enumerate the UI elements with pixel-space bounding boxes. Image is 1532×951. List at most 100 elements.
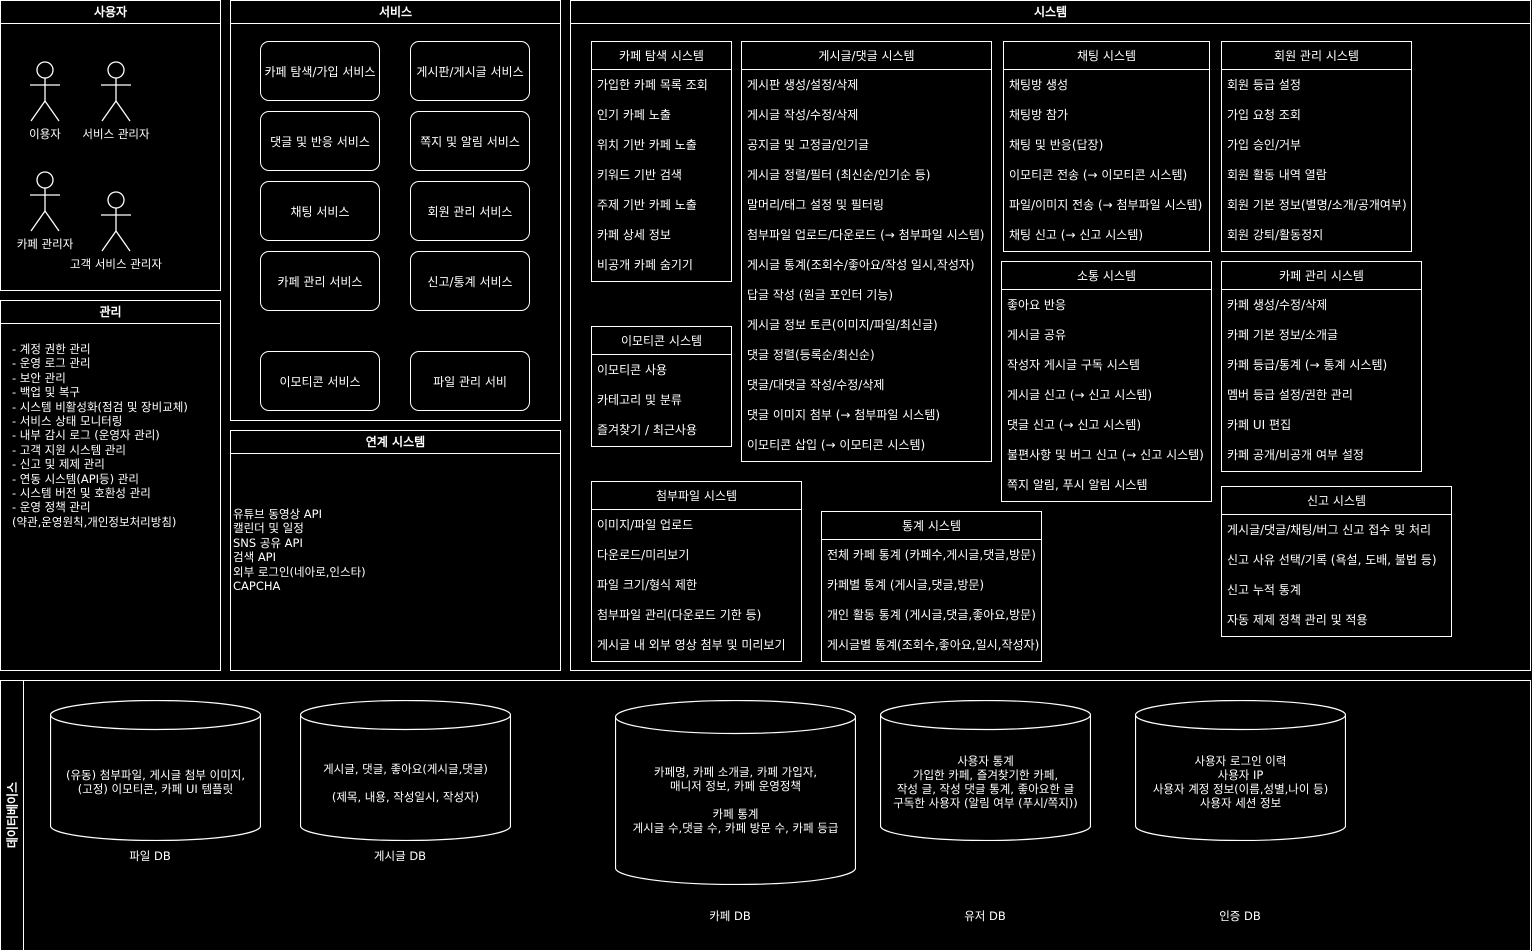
stick-figure-icon: [30, 61, 60, 122]
post-comment-system: 게시글/댓글 시스템 게시판 생성/설정/삭제 게시글 작성/수정/삭제 공지글…: [741, 41, 992, 462]
service-board-post[interactable]: 게시판/게시글 서비스: [410, 41, 530, 101]
system-row: 채팅 신고 (→ 신고 시스템): [1009, 228, 1144, 242]
database-title-bar: 데이터베이스: [0, 680, 24, 950]
system-row: 전체 카페 통계 (카페수,게시글,댓글,방문): [827, 548, 1036, 562]
system-row: 회원 등급 설정: [1227, 78, 1301, 92]
actor-cafe-admin: 카페 관리자: [0, 171, 105, 252]
linked-systems-panel: 연계 시스템 유튜브 동영상 API 캘린더 및 일정 SNS 공유 API 검…: [230, 430, 561, 671]
stick-figure-icon: [101, 61, 131, 122]
system-row: 카페별 통계 (게시글,댓글,방문): [827, 578, 985, 592]
system-box-title: 카페 탐색 시스템: [592, 42, 731, 70]
database-cylinder-icon: [880, 700, 1091, 841]
system-row: 게시글별 통계(조회수,좋아요,일시,작성자): [827, 638, 1040, 652]
system-row: 가입 승인/거부: [1227, 138, 1302, 152]
system-box-title: 소통 시스템: [1002, 262, 1211, 290]
management-list: - 계정 권한 관리 - 운영 로그 관리 - 보안 관리 - 백업 및 복구 …: [12, 342, 188, 529]
system-row: 채팅방 참가: [1009, 108, 1069, 122]
service-message-notification[interactable]: 쪽지 및 알림 서비스: [410, 111, 530, 171]
database-cylinder-icon: [1135, 700, 1346, 841]
system-row: 파일/이미지 전송 (→ 첨부파일 시스템): [1009, 198, 1203, 212]
db-description: 사용자 로그인 이력 사용자 IP 사용자 계정 정보(이름,성별,나이 등) …: [1152, 754, 1329, 810]
database-cylinder-icon: [615, 700, 856, 885]
system-title: 시스템: [571, 1, 1530, 24]
communication-system: 소통 시스템 좋아요 반응 게시글 공유 작성자 게시글 구독 시스템 게시글 …: [1001, 261, 1212, 502]
actor-service-admin: 서비스 관리자: [56, 61, 176, 142]
service-file-manage[interactable]: 파일 관리 서비: [410, 351, 530, 411]
stick-figure-icon: [101, 191, 131, 252]
system-row: 가입 요청 조회: [1227, 108, 1301, 122]
actor-cs-admin: 고객 서비스 관리자: [56, 191, 176, 272]
system-box-title: 첨부파일 시스템: [592, 482, 801, 510]
system-row: 카페 등급/통계 (→ 통계 시스템): [1227, 358, 1388, 372]
system-row: 게시글 내 외부 영상 첨부 및 미리보기: [597, 638, 786, 652]
system-row: 개인 활동 통계 (게시글,댓글,좋아요,방문): [827, 608, 1036, 622]
management-panel: 관리 - 계정 권한 관리 - 운영 로그 관리 - 보안 관리 - 백업 및 …: [0, 300, 221, 671]
system-row: 말머리/태그 설정 및 필터링: [747, 198, 884, 212]
system-row: 게시글 작성/수정/삭제: [747, 108, 859, 122]
users-panel: 사용자 이용자 서비스 관리자 카페 관리자 고객 서비스 관리자: [0, 0, 221, 291]
system-row: 멤버 등급 설정/권한 관리: [1227, 388, 1353, 402]
stats-system: 통계 시스템 전체 카페 통계 (카페수,게시글,댓글,방문) 카페별 통계 (…: [821, 511, 1042, 662]
actor-user: 이용자: [0, 61, 105, 142]
system-row: 이모티콘 삽입 (→ 이모티콘 시스템): [747, 438, 926, 452]
system-row: 댓글 정렬(등록순/최신순): [747, 348, 875, 362]
db-label: 인증 DB: [1219, 909, 1261, 923]
db-description: 카페명, 카페 소개글, 카페 가입자, 매니저 정보, 카페 운영정책 카페 …: [632, 765, 839, 835]
system-row: 댓글 이미지 첨부 (→ 첨부파일 시스템): [747, 408, 941, 422]
db-description: (유동) 첨부파일, 게시글 첨부 이미지, (고정) 이모티콘, 카페 UI …: [65, 768, 246, 796]
system-row: 댓글 신고 (→ 신고 시스템): [1007, 418, 1142, 432]
post-db: 게시글, 댓글, 좋아요(게시글,댓글) (제목, 내용, 작성일시, 작성자): [300, 700, 511, 841]
service-report-stats[interactable]: 신고/통계 서비스: [410, 251, 530, 311]
service-cafe-manage[interactable]: 카페 관리 서비스: [260, 251, 380, 311]
actor-label: 이용자: [29, 127, 61, 141]
db-description: 사용자 통계 가입한 카페, 즐겨찾기한 카페, 작성 글, 작성 댓글 통계,…: [893, 754, 1078, 810]
service-comment-reaction[interactable]: 댓글 및 반응 서비스: [260, 111, 380, 171]
service-member-manage[interactable]: 회원 관리 서비스: [410, 181, 530, 241]
cafe-explore-system: 카페 탐색 시스템 가입한 카페 목록 조회 인기 카페 노출 위치 기반 카페…: [591, 41, 732, 282]
report-system: 신고 시스템 게시글/댓글/채팅/버그 신고 접수 및 처리 신고 사유 선택/…: [1221, 486, 1452, 637]
system-box-title: 채팅 시스템: [1004, 42, 1209, 70]
system-row: 다운로드/미리보기: [597, 548, 690, 562]
system-row: 쪽지 알림, 푸시 알림 시스템: [1007, 478, 1148, 492]
management-title: 관리: [1, 301, 220, 324]
system-row: 게시판 생성/설정/삭제: [747, 78, 859, 92]
system-row: 공지글 및 고정글/인기글: [747, 138, 870, 152]
database-cylinder-icon: [300, 700, 511, 841]
system-row: 카페 생성/수정/삭제: [1227, 298, 1328, 312]
system-row: 가입한 카페 목록 조회: [597, 78, 708, 92]
system-row: 회원 기본 정보(별명/소개/공개여부): [1227, 198, 1407, 212]
system-row: 게시글 정렬/필터 (최신순/인기순 등): [747, 168, 931, 182]
services-panel: 서비스 카페 탐색/가입 서비스 게시판/게시글 서비스 댓글 및 반응 서비스…: [230, 0, 561, 421]
system-row: 신고 사유 선택/기록 (욕설, 도배, 불법 등): [1227, 553, 1437, 567]
system-row: 회원 활동 내역 열람: [1227, 168, 1327, 182]
system-row: 카페 UI 편집: [1227, 418, 1292, 432]
system-row: 이모티콘 사용: [597, 363, 668, 377]
services-title: 서비스: [231, 1, 560, 24]
system-panel: 시스템 카페 탐색 시스템 가입한 카페 목록 조회 인기 카페 노출 위치 기…: [570, 0, 1531, 671]
system-row: 자동 제제 정책 관리 및 적용: [1227, 613, 1368, 627]
service-chat[interactable]: 채팅 서비스: [260, 181, 380, 241]
system-row: 인기 카페 노출: [597, 108, 671, 122]
system-row: 작성자 게시글 구독 시스템: [1007, 358, 1140, 372]
database-cylinder-icon: [50, 700, 261, 841]
system-row: 불편사항 및 버그 신고 (→ 신고 시스템): [1007, 448, 1204, 462]
system-row: 이미지/파일 업로드: [597, 518, 694, 532]
system-row: 카페 공개/비공개 여부 설정: [1227, 448, 1364, 462]
database-title: 데이터베이스: [5, 781, 19, 849]
system-row: 게시글/댓글/채팅/버그 신고 접수 및 처리: [1227, 523, 1432, 537]
system-row: 카페 기본 정보/소개글: [1227, 328, 1339, 342]
user-db: 사용자 통계 가입한 카페, 즐겨찾기한 카페, 작성 글, 작성 댓글 통계,…: [880, 700, 1091, 841]
system-box-title: 카페 관리 시스템: [1222, 262, 1421, 290]
system-row: 게시글 통계(조회수/좋아요/작성 일시,작성자): [747, 258, 975, 272]
file-db: (유동) 첨부파일, 게시글 첨부 이미지, (고정) 이모티콘, 카페 UI …: [50, 700, 261, 841]
users-title: 사용자: [1, 1, 220, 24]
system-box-title: 이모티콘 시스템: [592, 327, 731, 355]
system-row: 즐겨찾기 / 최근사용: [597, 423, 697, 437]
db-label: 파일 DB: [129, 849, 171, 863]
system-row: 키워드 기반 검색: [597, 168, 682, 182]
service-emoticon[interactable]: 이모티콘 서비스: [260, 351, 380, 411]
system-row: 이모티콘 전송 (→ 이모티콘 시스템): [1009, 168, 1188, 182]
linked-systems-title: 연계 시스템: [231, 431, 560, 454]
service-cafe-explore[interactable]: 카페 탐색/가입 서비스: [260, 41, 380, 101]
system-row: 채팅 및 반응(답장): [1009, 138, 1104, 152]
